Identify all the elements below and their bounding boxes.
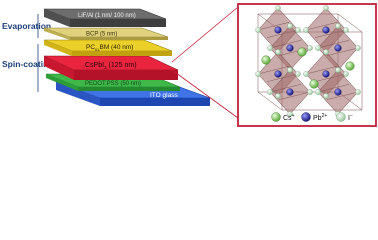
cell-edge [257,91,283,111]
iodide-atom [355,89,361,95]
ito-label: ITO glass [150,92,178,99]
bcp-front-face [70,37,168,40]
lead-atom [322,26,330,34]
bcp-layer: BCP (5 nm) [43,27,169,40]
iodide-atom [335,23,341,29]
iodide-atom [255,27,261,33]
pcbm-label: PC61BM (40 nm) [86,44,133,52]
iodide-atom [335,67,341,73]
iodide-atom [343,27,349,33]
cs-legend-label: Cs+ [283,113,295,122]
pcbm-front-face [72,51,172,56]
perovskite-layer: CsPbI3 (125 nm) [43,55,179,80]
octahedron-edge [269,40,302,49]
lif-al-front-face [70,19,166,27]
iodide-atom [267,89,273,95]
bcp-side-face [44,28,70,40]
device-diagram: Evaporation Spin-coating ITO glass PEDOT… [2,3,377,127]
pedot-label: PEDOT:PSS (50 nm) [85,81,141,87]
pb-legend-atom [301,112,311,122]
cesium-atom [297,47,307,57]
i-legend-atom [336,112,346,122]
iodide-atom [323,5,329,11]
iodide-atom [275,5,281,11]
iodide-atom [255,71,261,77]
iodide-atom [315,45,321,51]
iodide-atom [303,27,309,33]
octahedron-edge [305,66,338,75]
lead-atom [286,88,294,96]
process-labels: Evaporation Spin-coating [2,14,53,92]
iodide-atom [267,45,273,51]
perovskite-front-face [74,70,178,80]
octahedron-edge [326,91,359,100]
pedot-side-face [46,74,78,91]
crystal-panel-frame [237,3,377,127]
perovskite-label: CsPbI3 (125 nm) [85,62,137,70]
iodide-atom [315,89,321,95]
lead-atom [322,70,330,78]
iodide-atom [323,93,329,99]
pcbm-side-face [44,40,72,56]
lif-al-layer: LiF/Al (1 nm/ 100 nm) [43,8,167,27]
iodide-atom [275,49,281,55]
cesium-atom [261,55,271,65]
layer-stack: ITO glass PEDOT:PSS (50 nm) CsPbI3 (125 … [43,8,211,106]
octahedron-edge [257,22,290,31]
octahedron-edge [269,84,302,93]
zoom-line-top [171,6,239,63]
iodide-atom [307,89,313,95]
pb-legend-label: Pb2+ [313,113,327,122]
cs-legend-atom [271,112,281,122]
iodide-atom [355,45,361,51]
iodide-atom [287,23,293,29]
iodide-atom [287,67,293,73]
i-legend-label: I− [348,113,353,122]
lead-atom [274,70,282,78]
ito-side-face [56,82,100,106]
iodide-atom [287,111,293,117]
cesium-atom [309,79,319,89]
lead-atom [286,44,294,52]
pcbm-layer: PC61BM (40 nm) [43,39,173,56]
octahedron-edge [257,66,290,75]
pedot-front-face [78,87,180,91]
iodide-atom [295,71,301,77]
iodide-atom [343,71,349,77]
octahedron-edge [326,47,359,56]
bcp-label: BCP (5 nm) [86,32,117,38]
octahedron-edge [317,40,350,49]
lead-atom [274,26,282,34]
lif-al-label: LiF/Al (1 nm/ 100 nm) [78,13,136,19]
iodide-atom [275,93,281,99]
cesium-atom [345,61,355,71]
atom-legend: Cs+ Pb2+ I− [271,112,353,122]
zoom-connectors [171,6,239,119]
lead-atom [334,44,342,52]
iodide-atom [323,49,329,55]
cell-edge [337,13,363,33]
lead-atom [334,88,342,96]
spin-coating-label: Spin-coating [2,59,53,69]
octahedron-edge [305,22,338,31]
ito-front-face [100,98,210,106]
crystal-structure [255,5,363,117]
perovskite-side-face [44,56,74,80]
lif-al-side-face [44,9,70,27]
octahedron-edge [317,84,350,93]
iodide-atom [307,45,313,51]
iodide-atom [295,27,301,33]
evaporation-label: Evaporation [2,21,51,31]
zoom-line-bottom [171,69,239,119]
iodide-atom [303,71,309,77]
octahedron-edge [278,91,311,100]
crystal-structure-panel: Cs+ Pb2+ I− [237,3,377,127]
